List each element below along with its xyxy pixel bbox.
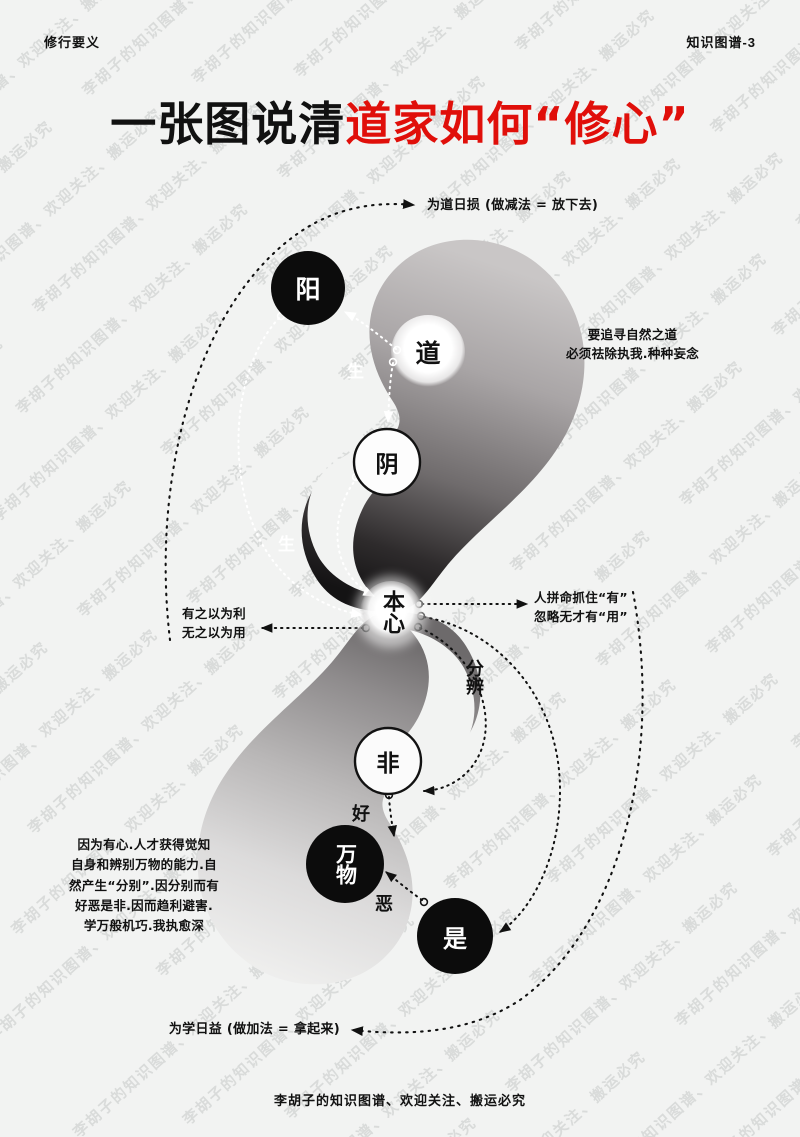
annotation-bottom-arrow: 为学日益 (做加法 = 拿起来) <box>110 1020 340 1040</box>
annotation-top-arrow: 为道日损 (做减法 = 放下去) <box>427 196 598 216</box>
edge-e-text: 恶 <box>375 894 393 915</box>
node-yang-circle[interactable] <box>271 251 345 325</box>
node-fei-circle[interactable] <box>353 726 423 796</box>
edge-label-hao: 好 <box>352 800 370 826</box>
annotation-bottom-left-line3: 然产生“分别”.因分别而有 <box>68 877 220 893</box>
annotation-right-upper: 要追寻自然之道 必须祛除执我.种种妄念 <box>566 325 699 364</box>
annotation-bottom-left-line2: 自身和辨别万物的能力.自 <box>71 857 217 873</box>
annotation-left-middle-line2: 无之以为用 <box>181 625 246 641</box>
edge-sheng-upper-text: 生 <box>347 362 364 382</box>
arc-shi-to-wanwu <box>385 871 423 901</box>
node-yin-circle[interactable] <box>352 427 422 497</box>
arc-wei-dao-ri-sun <box>164 199 416 642</box>
taiji-upper-lobe <box>301 239 585 613</box>
annotation-right-middle-line2: 忽略无才有“用” <box>534 609 628 625</box>
header-left-label: 修行要义 <box>44 35 101 50</box>
page-header: 修行要义 知识图谱-3 <box>0 32 800 51</box>
taiji-body <box>197 239 585 985</box>
page-title: 一张图说清道家如何“修心” <box>0 88 800 154</box>
annotation-bottom-left-line1: 因为有心.人才获得觉知 <box>77 837 211 852</box>
annotation-right-middle-line1: 人拼命抓住“有” <box>534 590 628 605</box>
edge-sheng-lower-text: 生 <box>278 535 295 555</box>
node-dao-circle[interactable] <box>391 315 465 389</box>
title-red-part: 道家如何“修心” <box>345 97 690 151</box>
annotation-bottom-left-line4: 好恶是非.因而趋利避害. <box>74 897 214 913</box>
node-benxin-circle[interactable] <box>360 581 422 643</box>
edge-label-fenbian: 分辨 <box>463 659 484 695</box>
node-shi-circle[interactable] <box>417 898 493 974</box>
annotation-right-middle: 人拼命抓住“有” 忽略无才有“用” <box>534 588 628 627</box>
annotation-bottom-left-line5: 学万般机巧.我执愈深 <box>83 918 205 933</box>
arc-dao-to-yin <box>383 362 394 424</box>
edge-label-e: 恶 <box>375 890 393 916</box>
footer-text: 李胡子的知识图谱、欢迎关注、搬运必究 <box>273 1094 526 1109</box>
arc-benxin-to-shi-long <box>423 616 562 933</box>
annotation-left-middle: 有之以为利 无之以为用 <box>106 604 246 643</box>
annotation-bottom-left: 因为有心.人才获得觉知 自身和辨别万物的能力.自 然产生“分别”.因分别而有 好… <box>38 835 250 936</box>
edge-label-sheng-lower: 生 <box>278 530 295 555</box>
taiji-lower-lobe <box>197 612 481 985</box>
arc-shi-start-dot <box>419 897 429 907</box>
annotation-bottom-arrow-text: 为学日益 (做加法 = 拿起来) <box>168 1022 340 1037</box>
page-footer: 李胡子的知识图谱、欢迎关注、搬运必究 <box>0 1090 800 1109</box>
arc-wei-xue-ri-yi <box>350 590 644 1037</box>
header-right-label: 知识图谱-3 <box>686 35 756 50</box>
annotation-top-arrow-text: 为道日损 (做减法 = 放下去) <box>427 198 599 213</box>
annotation-right-upper-line1: 要追寻自然之道 <box>587 327 678 342</box>
edge-fenbian-text: 分辨 <box>463 659 484 695</box>
edge-label-sheng-upper: 生 <box>347 357 364 382</box>
node-wanwu-circle[interactable] <box>306 825 384 903</box>
arc-dao-to-yang <box>343 311 397 350</box>
arc-fei-to-wanwu <box>387 796 397 838</box>
arc-yang-to-benxin-long <box>237 317 364 619</box>
annotation-right-upper-line2: 必须祛除执我.种种妄念 <box>566 346 700 362</box>
edge-hao-text: 好 <box>352 804 370 825</box>
annotation-left-middle-line1: 有之以为利 <box>181 606 246 621</box>
title-black-part: 一张图说清 <box>110 97 346 151</box>
arc-benxin-to-fei-long <box>419 627 487 796</box>
